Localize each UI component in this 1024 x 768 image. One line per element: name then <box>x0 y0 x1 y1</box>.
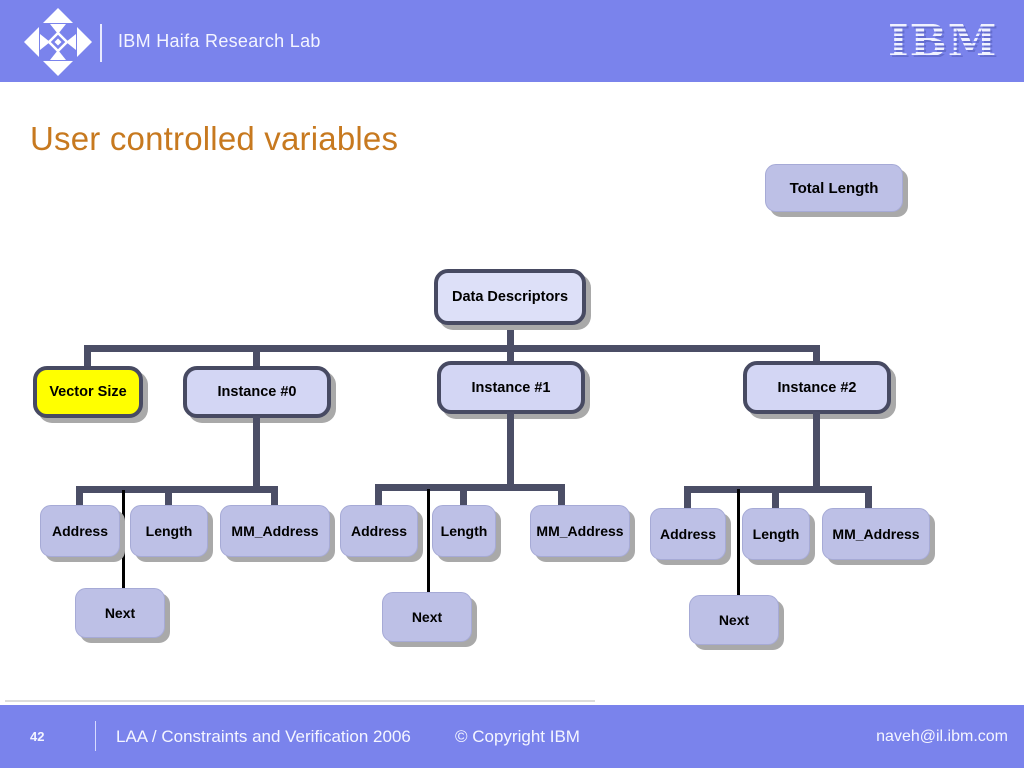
connector-g0-drop-mm <box>271 488 278 506</box>
node-g0-address: Address <box>40 505 120 557</box>
node-instance-1: Instance #1 <box>437 361 585 414</box>
page-title: User controlled variables <box>30 120 399 157</box>
connector-g0-drop-address <box>76 488 83 506</box>
node-g1-mm-address: MM_Address <box>530 505 630 557</box>
header-separator <box>100 24 102 62</box>
connector-g2-next-line <box>737 489 740 596</box>
connector-main-bar <box>84 345 820 352</box>
connector-g1-drop-mm <box>558 486 565 506</box>
connector-g2-drop-length <box>772 488 779 509</box>
node-g1-next: Next <box>382 592 472 642</box>
connector-g2-drop-address <box>684 488 691 509</box>
node-g1-address: Address <box>340 505 418 557</box>
node-g1-length: Length <box>432 505 496 557</box>
connector-drop-instance0 <box>253 350 260 367</box>
ibm-logo-shadow: IBM <box>890 22 999 66</box>
node-data-descriptors: Data Descriptors <box>434 269 586 325</box>
connector-g0-bar <box>76 486 278 493</box>
footer-course: LAA / Constraints and Verification 2006 <box>116 726 411 746</box>
connector-g2-trunk <box>813 412 820 488</box>
footer-email: naveh@il.ibm.com <box>876 727 1008 745</box>
connector-g1-trunk <box>507 412 514 490</box>
node-vector-size: Vector Size <box>33 366 143 418</box>
node-g2-address: Address <box>650 508 726 560</box>
footer-rule <box>5 700 595 702</box>
connector-g0-drop-length <box>165 488 172 506</box>
node-g2-mm-address: MM_Address <box>822 508 930 560</box>
connector-g2-drop-mm <box>865 488 872 509</box>
connector-g1-drop-address <box>375 486 382 506</box>
connector-drop-vector-size <box>84 347 91 368</box>
lab-name: IBM Haifa Research Lab <box>118 30 321 51</box>
node-g2-next: Next <box>689 595 779 645</box>
connector-drop-instance1 <box>507 350 514 363</box>
haifa-lab-logo-icon <box>24 8 92 76</box>
connector-g1-next-line <box>427 489 430 593</box>
node-g0-mm-address: MM_Address <box>220 505 330 557</box>
ibm-logo-text: IBM <box>888 16 998 67</box>
node-g0-next: Next <box>75 588 165 638</box>
node-instance-2: Instance #2 <box>743 361 891 414</box>
header-bar: IBM Haifa Research Lab IBM IBM <box>0 0 1024 82</box>
node-instance-0: Instance #0 <box>183 366 331 418</box>
footer-copyright: © Copyright IBM <box>455 726 580 746</box>
node-g0-length: Length <box>130 505 208 557</box>
node-g2-length: Length <box>742 508 810 560</box>
slide-number: 42 <box>30 729 45 744</box>
footer-separator <box>95 721 96 751</box>
connector-g0-trunk <box>253 416 260 490</box>
connector-g1-drop-length <box>460 486 467 506</box>
connector-drop-instance2 <box>813 350 820 363</box>
connector-root-trunk <box>507 323 514 347</box>
ibm-logo: IBM IBM <box>888 16 999 67</box>
node-total-length: Total Length <box>765 164 903 212</box>
connector-g1-bar <box>375 484 565 491</box>
connector-g0-next-line <box>122 490 125 589</box>
footer-bar: 42 LAA / Constraints and Verification 20… <box>0 705 1024 768</box>
